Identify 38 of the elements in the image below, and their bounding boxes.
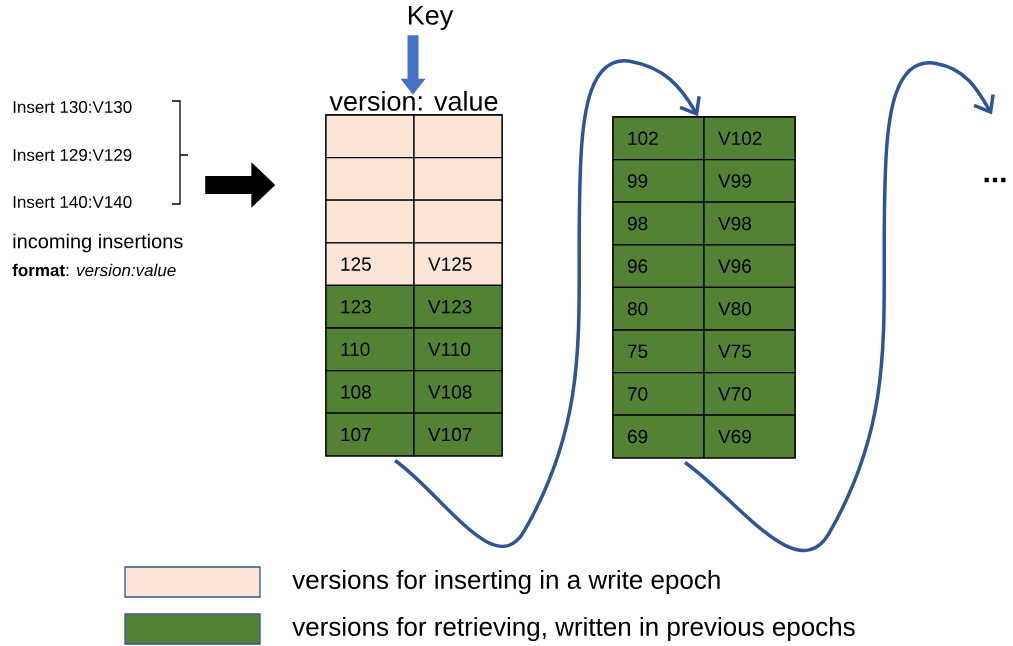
table-cell: 80 (612, 286, 705, 331)
table-cell: 123 (325, 284, 415, 329)
insert-line: Insert 140:V140 (13, 196, 132, 208)
arrow (393, 59, 701, 548)
table-cell: 99 (612, 158, 705, 203)
table-cell: 96 (612, 244, 705, 289)
key-label: Key (408, 5, 454, 31)
table-cell: 125 (325, 242, 415, 287)
table-cell: V96 (703, 244, 796, 289)
table-cell: V102 (703, 116, 796, 161)
format-note: format: version:value (12, 263, 176, 277)
table-cell: 108 (325, 369, 415, 414)
table-cell: 98 (612, 201, 705, 246)
table-cell: V123 (413, 284, 503, 329)
table-cell: V70 (703, 371, 796, 416)
table-cell: V99 (703, 158, 796, 203)
table-cell: 69 (612, 414, 705, 459)
table-cell: V108 (413, 369, 503, 414)
group-caption: incoming insertions (13, 233, 183, 253)
table-cell: V107 (413, 412, 503, 457)
arrow (683, 61, 995, 552)
insert-line: Insert 130:V130 (13, 101, 132, 113)
table-cell: 102 (612, 116, 705, 161)
table-cell: V75 (703, 329, 796, 374)
table-cell: 70 (612, 371, 705, 416)
legend-label: versions for inserting in a write epoch (292, 569, 720, 595)
legend-label: versions for retrieving, written in previous epochs (292, 616, 855, 642)
insert-line: Insert 129:V129 (13, 149, 132, 161)
table-cell: V125 (413, 242, 503, 287)
table-header: version: value (329, 90, 498, 111)
table-cell: V110 (413, 327, 503, 372)
table-cell: V69 (703, 414, 796, 459)
table-cell: 107 (325, 412, 415, 457)
ellipsis: ... (984, 177, 1006, 183)
table-cell: V98 (703, 201, 796, 246)
table-cell: 110 (325, 327, 415, 372)
table-cell: V80 (703, 286, 796, 331)
table-cell: 75 (612, 329, 705, 374)
